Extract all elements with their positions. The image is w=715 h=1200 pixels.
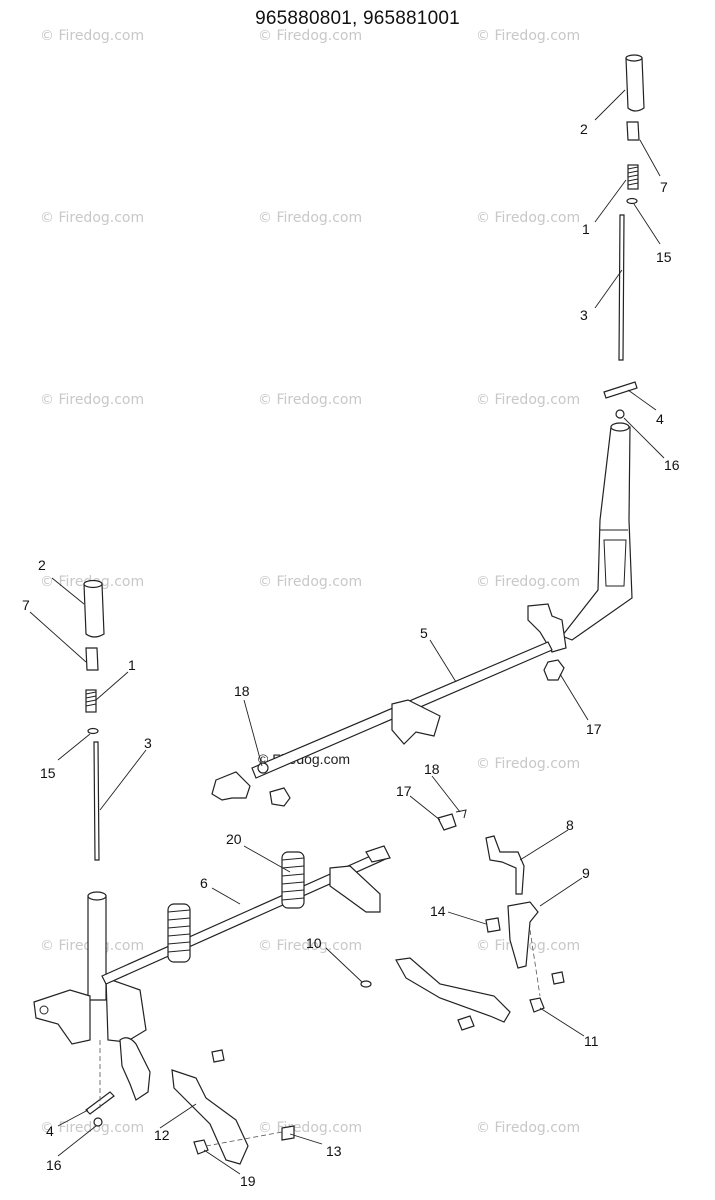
nut-part bbox=[615, 409, 625, 419]
knob-top bbox=[625, 54, 643, 62]
callout-label: 14 bbox=[430, 903, 446, 919]
callout-label: 4 bbox=[656, 411, 664, 427]
callout-label: 16 bbox=[46, 1157, 62, 1173]
watermark: © Firedog.com bbox=[476, 756, 580, 772]
watermark: © Firedog.com bbox=[476, 1120, 580, 1136]
callout-label: 11 bbox=[584, 1033, 599, 1049]
callout-label: 17 bbox=[586, 721, 602, 737]
watermark: © Firedog.com bbox=[476, 210, 580, 226]
rod-part bbox=[618, 214, 625, 361]
lever-part bbox=[507, 901, 539, 969]
left-lever-assembly bbox=[33, 579, 295, 1165]
callout-label: 8 bbox=[566, 817, 574, 833]
link-part bbox=[395, 957, 511, 1023]
callout-label: 7 bbox=[660, 179, 668, 195]
watermark: © Firedog.com bbox=[258, 28, 362, 44]
callout-label: 9 bbox=[582, 865, 590, 881]
callout-label: 3 bbox=[580, 307, 588, 323]
callout-label: 1 bbox=[582, 221, 590, 237]
nut-part bbox=[529, 997, 545, 1013]
callout-label: 20 bbox=[226, 831, 242, 847]
callout-label: 1 bbox=[128, 657, 136, 673]
washer-part bbox=[626, 197, 638, 205]
lever-arm bbox=[561, 426, 633, 641]
knob-part bbox=[83, 583, 105, 638]
watermarks: © Firedog.com © Firedog.com © Firedog.co… bbox=[40, 28, 580, 1136]
callout-label: 10 bbox=[306, 935, 322, 951]
watermark: © Firedog.com bbox=[40, 1120, 144, 1136]
washer-part bbox=[87, 727, 99, 735]
callout-label: 2 bbox=[580, 121, 588, 137]
callout-label: 18 bbox=[424, 761, 440, 777]
callout-label: 7 bbox=[22, 597, 30, 613]
watermark: © Firedog.com bbox=[40, 28, 144, 44]
callout-label: 17 bbox=[396, 783, 412, 799]
pin-part bbox=[85, 1091, 115, 1115]
diagram-title: 965880801, 965881001 bbox=[255, 8, 460, 29]
pin-part bbox=[603, 381, 638, 399]
nut-part bbox=[193, 1139, 209, 1155]
nut-part bbox=[93, 1117, 103, 1127]
callouts: 2 7 1 15 3 4 16 2 7 1 15 3 5 17 18 18 17… bbox=[22, 121, 680, 1189]
lever-bracket bbox=[527, 603, 567, 653]
callout-label: 5 bbox=[420, 625, 428, 641]
nut-part bbox=[543, 659, 565, 681]
callout-label: 18 bbox=[234, 683, 250, 699]
washer-part bbox=[360, 980, 372, 988]
lever-tube bbox=[87, 895, 107, 1001]
leader-lines bbox=[29, 89, 665, 1175]
callout-label: 13 bbox=[326, 1143, 342, 1159]
watermark: © Firedog.com bbox=[476, 574, 580, 590]
callout-label: 12 bbox=[154, 1127, 170, 1143]
watermark: © Firedog.com bbox=[258, 938, 362, 954]
watermark: © Firedog.com bbox=[258, 574, 362, 590]
rod-part bbox=[485, 835, 525, 895]
shaft-6 bbox=[101, 809, 467, 985]
shaft-5 bbox=[211, 641, 553, 807]
watermark: © Firedog.com bbox=[258, 210, 362, 226]
bushing-part bbox=[485, 917, 501, 933]
base-bracket bbox=[33, 989, 91, 1045]
link-part bbox=[171, 1069, 249, 1165]
callout-label: 4 bbox=[46, 1123, 54, 1139]
knob-part bbox=[625, 57, 645, 112]
rod-part bbox=[93, 741, 100, 861]
callout-label: 6 bbox=[200, 875, 208, 891]
callout-label: 2 bbox=[38, 557, 46, 573]
callout-label: 19 bbox=[240, 1173, 256, 1189]
watermark: © Firedog.com bbox=[40, 210, 144, 226]
right-lever-assembly bbox=[527, 54, 645, 681]
watermark: © Firedog.com bbox=[258, 392, 362, 408]
callout-label: 15 bbox=[656, 249, 672, 265]
watermark: © Firedog.com bbox=[476, 392, 580, 408]
callout-label: 16 bbox=[664, 457, 680, 473]
sleeve-part bbox=[85, 647, 99, 671]
right-linkage bbox=[360, 835, 565, 1031]
callout-label: 15 bbox=[40, 765, 56, 781]
callout-label: 3 bbox=[144, 735, 152, 751]
watermark: © Firedog.com bbox=[40, 392, 144, 408]
watermark: © Firedog.com bbox=[476, 28, 580, 44]
sleeve-part bbox=[626, 121, 640, 141]
